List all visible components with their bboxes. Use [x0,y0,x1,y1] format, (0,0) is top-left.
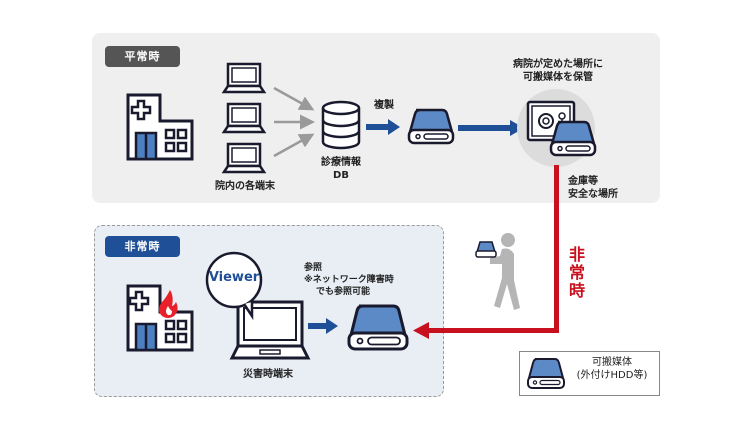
viewer-label: Viewer [208,270,260,285]
reference-note-line: でも参照可能 [316,287,371,297]
reference-note-line: ※ネットワーク障害時 [304,275,394,285]
emergency-path-vertical [554,165,559,333]
safe-label-line2: 安全な場所 [568,189,618,200]
database-icon [321,100,361,150]
laptop-icon [221,62,267,94]
legend-label-line: 可搬媒体 [592,357,632,368]
storage-label-line2: 可搬媒体を保管 [523,72,593,83]
legend-label-line: (外付けHDD等) [576,370,648,381]
emergency-path-horizontal [425,328,559,333]
laptop-icon [221,102,267,134]
terminals-label: 院内の各端末 [215,181,275,192]
terminal-to-db-arrows [273,86,315,158]
safe-label-line1: 金庫等 [568,176,598,187]
store-arrow [458,120,524,136]
emergency-vertical-label: 非 常 時 [567,246,587,300]
hospital-on-fire-icon [126,284,194,352]
reference-title: 参照 [304,263,323,273]
hospital-icon [126,93,194,161]
db-label-line2: DB [333,170,349,181]
viewer-speech-bubble [205,251,263,321]
reference-arrow [308,318,338,334]
reference-note: 参照 ※ネットワーク障害時 でも参照可能 [304,262,414,298]
emergency-char: 非 [568,245,585,264]
emergency-char: 常 [568,263,585,282]
laptop-icon [221,142,267,174]
portable-media-icon [407,108,455,145]
copy-label: 複製 [374,100,394,111]
emergency-badge: 非常時 [105,236,180,257]
emergency-arrow-head [413,322,429,339]
portable-media-icon [549,120,597,157]
portable-media-icon [347,304,409,351]
emergency-char: 時 [568,281,585,300]
person-carrying-media-icon [475,233,520,310]
legend-media-icon [527,358,565,389]
copy-arrow [366,119,400,135]
normal-badge: 平常時 [105,46,180,67]
db-label-line1: 診療情報 [321,157,361,168]
storage-label-line1: 病院が定めた場所に [513,59,603,70]
disaster-terminal-label: 災害時端末 [243,369,293,380]
legend-label: 可搬媒体 (外付けHDD等) [568,356,656,382]
